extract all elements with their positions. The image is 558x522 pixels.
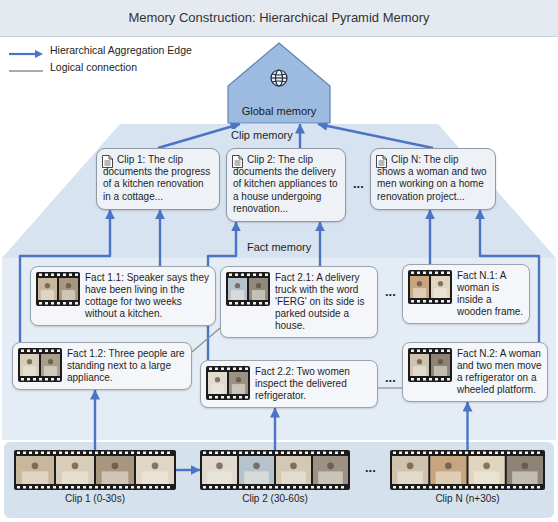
fact-text-holder: Fact 1.1: Speaker says they have been li… [85, 272, 210, 320]
legend-sample [8, 62, 44, 72]
clip-time-label: Clip N (n+30s) [390, 493, 545, 504]
film-strip [408, 270, 452, 304]
frame-thumbnail [206, 366, 250, 400]
aggregation-edge [159, 210, 161, 266]
fact-memory-box: Fact 1.2: Three people are standing next… [12, 342, 192, 390]
ellipsis: ... [383, 371, 398, 385]
fact-memory-box: Fact 2.2: Two women inspect the delivere… [200, 360, 378, 408]
aggregation-edge [299, 124, 301, 148]
layer-label: Clip memory [229, 129, 295, 141]
film-strip [200, 450, 350, 490]
clip-memory-box: Clip N: The clip shows a woman and two m… [370, 148, 496, 210]
document-icon-svg [376, 155, 387, 168]
film-strip [36, 272, 80, 306]
node-text: Fact 1.1: Speaker says they have been li… [85, 272, 210, 320]
node-text: Global memory [227, 105, 331, 117]
aggregation-edge [158, 124, 240, 148]
node-text: Fact 2.2: Two women inspect the delivere… [255, 366, 372, 402]
fact-text-holder: Fact N.2: A woman and two men move a ref… [457, 348, 542, 396]
film-holder [14, 450, 176, 490]
layer-label: Fact memory [245, 241, 313, 253]
node-text: Clip N: The clip shows a woman and two m… [377, 154, 489, 203]
fact-text-holder: Fact 1.2: Three people are standing next… [67, 348, 186, 384]
fact-text-holder: Fact N.1: A woman is inside a wooden fra… [457, 270, 524, 318]
global-text-holder: Global memory [227, 105, 331, 117]
clip-time-label: Clip 1 (0-30s) [14, 493, 176, 504]
aggregation-edge [429, 210, 431, 264]
frame-thumbnail [226, 272, 270, 306]
aggregation-edge [319, 222, 321, 266]
frame-thumbnail [408, 348, 452, 382]
ellipsis: ... [383, 285, 398, 299]
ellipsis-holder: ... [363, 458, 378, 476]
logical-connection [192, 328, 220, 352]
aggregation-sample [8, 49, 44, 59]
film-strip [206, 366, 250, 400]
film-strip [18, 348, 62, 382]
frame-thumbnail [18, 348, 62, 382]
fact-memory-box: Fact N.1: A woman is inside a wooden fra… [402, 264, 530, 324]
clip-layer [2, 124, 556, 258]
logical-connection [378, 387, 402, 388]
node-text: Fact 1.2: Three people are standing next… [67, 348, 186, 384]
document-icon [102, 154, 113, 167]
clip-memory-box: Clip 1: The clip documents the progress … [96, 148, 220, 210]
film-holder [200, 450, 350, 490]
legend-text: Hierarchical Aggregation Edge [50, 44, 192, 56]
node-text: Fact N.1: A woman is inside a wooden fra… [457, 270, 524, 318]
document-icon [232, 154, 243, 167]
node-text: Fact 2.1: A delivery truck with the word… [275, 272, 372, 332]
fact-memory-box: Fact N.2: A woman and two men move a ref… [402, 342, 548, 402]
layer-label-holder: Clip memory [229, 125, 295, 143]
legend-text: Logical connection [50, 61, 137, 73]
clip-memory-box: Clip 2: The clip documents the delivery … [226, 148, 346, 222]
frame-thumbnail [36, 272, 80, 306]
film-strip [390, 450, 545, 490]
ellipsis-holder: ... [383, 282, 398, 300]
ellipsis: ... [363, 461, 378, 475]
globe-icon [271, 70, 287, 86]
legend-sample [8, 45, 44, 55]
aggregation-edge [318, 124, 433, 148]
aggregation-edge [274, 408, 276, 450]
video-band [4, 442, 554, 518]
clip-time-label: Clip 2 (30-60s) [200, 493, 350, 504]
video-clip-strip: Clip 1 (0-30s) [14, 450, 176, 504]
legend-row: Hierarchical Aggregation Edge [8, 44, 192, 56]
title-bar: Memory Construction: Hierarchical Pyrami… [0, 0, 558, 37]
video-clip-strip: Clip 2 (30-60s) [200, 450, 350, 504]
aggregation-edge [94, 390, 96, 450]
film-holder [390, 450, 545, 490]
film-strip [226, 272, 270, 306]
layer-label-holder: Fact memory [245, 237, 313, 255]
aggregation-edge [176, 469, 200, 471]
logical-sample [8, 66, 44, 76]
node-text: Clip 1: The clip documents the progress … [103, 154, 213, 203]
document-icon [376, 154, 387, 167]
film-strip [14, 450, 176, 490]
fact-layer [2, 258, 556, 440]
film-strip [408, 348, 452, 382]
node-text: Fact N.2: A woman and two men move a ref… [457, 348, 542, 396]
ellipsis-holder: ... [351, 174, 366, 192]
fact-memory-box: Fact 1.1: Speaker says they have been li… [30, 266, 216, 326]
legend: Hierarchical Aggregation EdgeLogical con… [8, 44, 192, 78]
fact-text-holder: Fact 2.1: A delivery truck with the word… [275, 272, 372, 332]
ellipsis-holder: ... [383, 368, 398, 386]
legend-row: Logical connection [8, 61, 192, 73]
frame-thumbnail [408, 270, 452, 304]
title: Memory Construction: Hierarchical Pyrami… [128, 0, 429, 36]
ellipsis: ... [351, 177, 366, 191]
document-icon-svg [232, 155, 243, 168]
fact-text-holder: Fact 2.2: Two women inspect the delivere… [255, 366, 372, 402]
fact-memory-box: Fact 2.1: A delivery truck with the word… [220, 266, 378, 338]
video-clip-strip: Clip N (n+30s) [390, 450, 545, 504]
aggregation-edge [466, 402, 468, 450]
document-icon-svg [102, 155, 113, 168]
node-text: Clip 2: The clip documents the delivery … [233, 154, 339, 215]
global-memory-node: Global memory [227, 42, 331, 124]
